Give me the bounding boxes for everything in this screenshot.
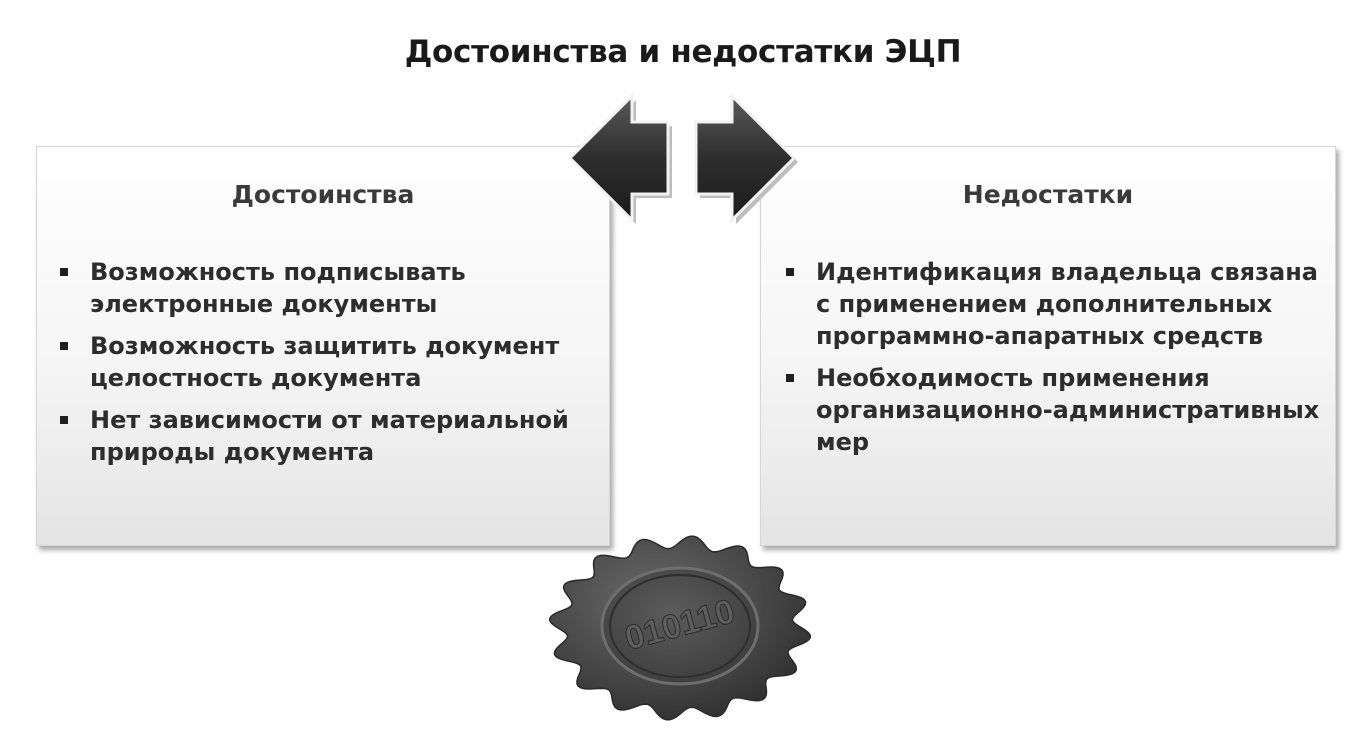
disadvantages-list: Идентификация владельца связана с примен… <box>786 256 1322 468</box>
bullet-icon <box>786 268 794 276</box>
advantage-item: Нет зависимости от материальной природы … <box>60 404 596 468</box>
advantage-item-text: Возможность подписывать электронные доку… <box>90 258 466 318</box>
bullet-icon <box>786 374 794 382</box>
arrow-right-icon <box>694 92 798 224</box>
bullet-icon <box>60 416 68 424</box>
advantages-panel: Достоинства Возможность подписывать элек… <box>36 146 610 546</box>
advantage-item: Возможность подписывать электронные доку… <box>60 256 596 320</box>
advantages-list: Возможность подписывать электронные доку… <box>60 256 596 478</box>
disadvantage-item-text: Идентификация владельца связана с примен… <box>816 258 1318 350</box>
diagram-title: Достоинства и недостатки ЭЦП <box>404 34 962 70</box>
seal-inner-ring-shadow <box>609 574 751 678</box>
disadvantage-item-text: Необходимость применения организационно-… <box>816 364 1320 456</box>
disadvantages-panel: Недостатки Идентификация владельца связа… <box>760 146 1336 546</box>
disadvantage-item: Идентификация владельца связана с примен… <box>786 256 1322 352</box>
advantages-heading: Достоинства <box>231 180 415 209</box>
bullet-icon <box>60 342 68 350</box>
advantage-item: Возможность защитить документ целостност… <box>60 330 596 394</box>
digital-seal-icon: 010110 <box>549 535 811 721</box>
arrows-graphic <box>567 92 798 224</box>
arrow-left-icon <box>567 92 672 224</box>
advantage-item-text: Возможность защитить документ целостност… <box>90 332 560 392</box>
seal-inner-ring <box>600 566 760 686</box>
disadvantage-item: Необходимость применения организационно-… <box>786 362 1322 458</box>
disadvantages-heading: Недостатки <box>962 180 1134 209</box>
bullet-icon <box>60 268 68 276</box>
advantage-item-text: Нет зависимости от материальной природы … <box>90 406 569 466</box>
